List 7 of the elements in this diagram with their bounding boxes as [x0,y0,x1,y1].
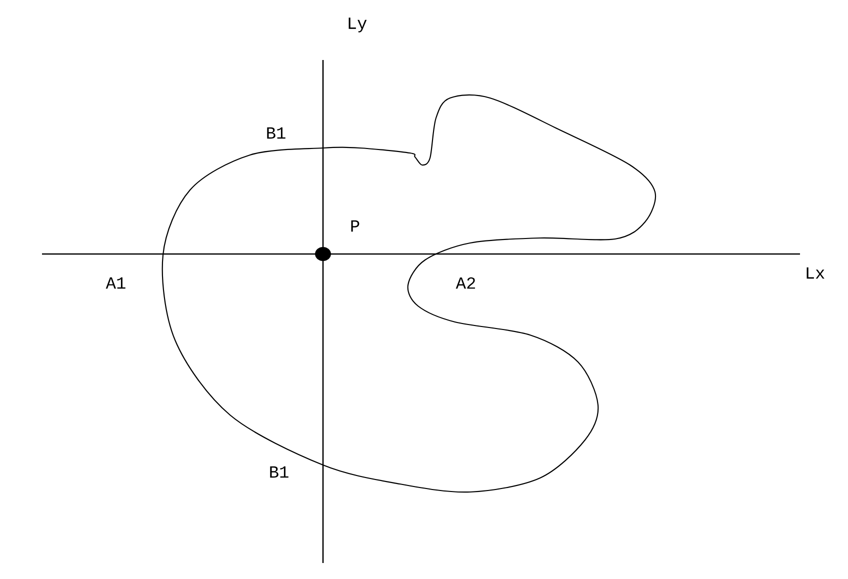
point-label: B1 [270,466,288,478]
point-label: P [351,220,360,232]
axis-label: Ly [348,18,367,32]
point-label: A1 [106,277,126,289]
point-label: A2 [456,277,475,289]
axis-label: Lx [806,267,824,279]
point-label: B1 [267,127,286,139]
